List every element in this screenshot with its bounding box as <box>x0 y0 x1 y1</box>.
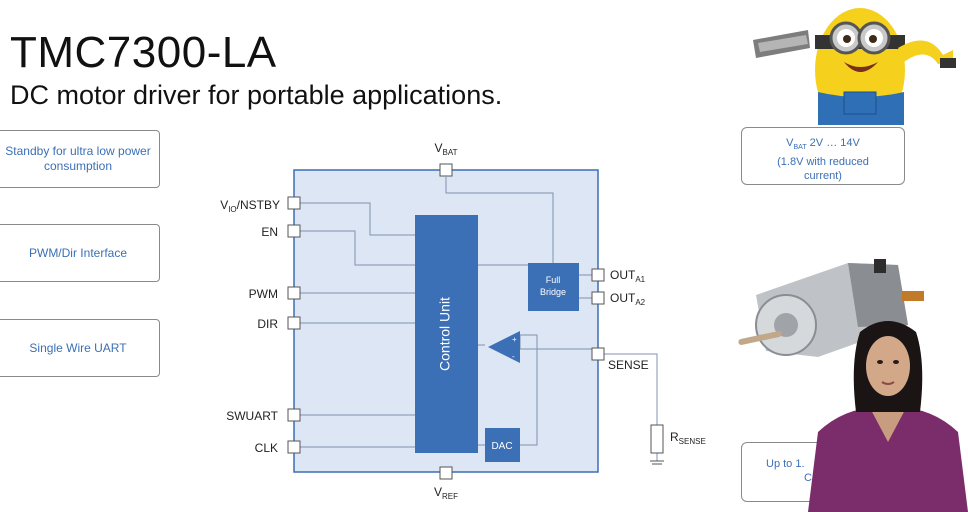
pin-dir <box>287 316 301 330</box>
control-unit-label: Control Unit <box>437 297 453 371</box>
block-diagram: Control Unit Full Bridge + - DAC VIO/NST… <box>220 141 706 501</box>
resistor-symbol <box>650 424 664 465</box>
feature-uart-text: Single Wire UART <box>29 340 127 355</box>
pin-clk <box>287 440 301 454</box>
label-out-a2: OUTA2 <box>610 291 646 307</box>
control-unit-block <box>415 215 478 453</box>
label-pwm: PWM <box>249 287 278 301</box>
label-en: EN <box>261 225 278 239</box>
slide-title: TMC7300-LA <box>10 28 277 77</box>
dac-block <box>485 428 520 462</box>
svg-text:-: - <box>512 352 515 361</box>
pin-sense <box>591 347 605 361</box>
minion-illustration <box>753 8 956 125</box>
full-bridge-block <box>528 263 579 311</box>
vbat-range-line2: (1.8V with reduced <box>777 156 869 169</box>
label-sense: SENSE <box>608 358 649 372</box>
vbat-range-line3: current) <box>804 170 842 183</box>
feature-pwm-dir-text: PWM/Dir Interface <box>28 245 127 260</box>
pin-out-a1 <box>591 268 605 282</box>
vbat-range-line1: VBAT 2V … 14V <box>786 137 860 152</box>
feature-uart-box: Single Wire UART <box>0 319 160 377</box>
feature-standby-text: Standby for ultra low power consumption <box>5 144 151 173</box>
label-vbat: VBAT <box>435 141 458 157</box>
svg-text:+: + <box>512 335 517 344</box>
pin-vref <box>439 466 453 480</box>
comparator-symbol: + - <box>488 331 520 363</box>
dac-label: DAC <box>491 441 512 452</box>
label-swuart: SWUART <box>226 409 278 423</box>
label-vio-nstby: VIO/NSTBY <box>220 198 280 214</box>
label-rsense: RSENSE <box>670 430 706 446</box>
vbat-range-box: VBAT 2V … 14V (1.8V with reduced current… <box>741 127 905 185</box>
feature-standby-box: Standby for ultra low power consumption <box>0 130 160 188</box>
presenter-video <box>808 321 968 512</box>
current-range-line1: Up to 1. <box>766 458 805 470</box>
label-out-a1: OUTA1 <box>610 268 646 284</box>
current-range-line2: C <box>804 472 812 484</box>
label-dir: DIR <box>257 317 278 331</box>
pin-vbat <box>439 163 453 177</box>
pin-swuart <box>287 408 301 422</box>
pin-out-a2 <box>591 291 605 305</box>
pin-en <box>287 224 301 238</box>
feature-pwm-dir-box: PWM/Dir Interface <box>0 224 160 282</box>
pin-pwm <box>287 286 301 300</box>
label-clk: CLK <box>255 441 278 455</box>
label-vref: VREF <box>434 485 458 501</box>
full-bridge-label-1: Full <box>546 275 561 285</box>
full-bridge-label-2: Bridge <box>540 287 566 297</box>
slide-subtitle: DC motor driver for portable application… <box>10 80 503 110</box>
pin-vio <box>287 196 301 210</box>
